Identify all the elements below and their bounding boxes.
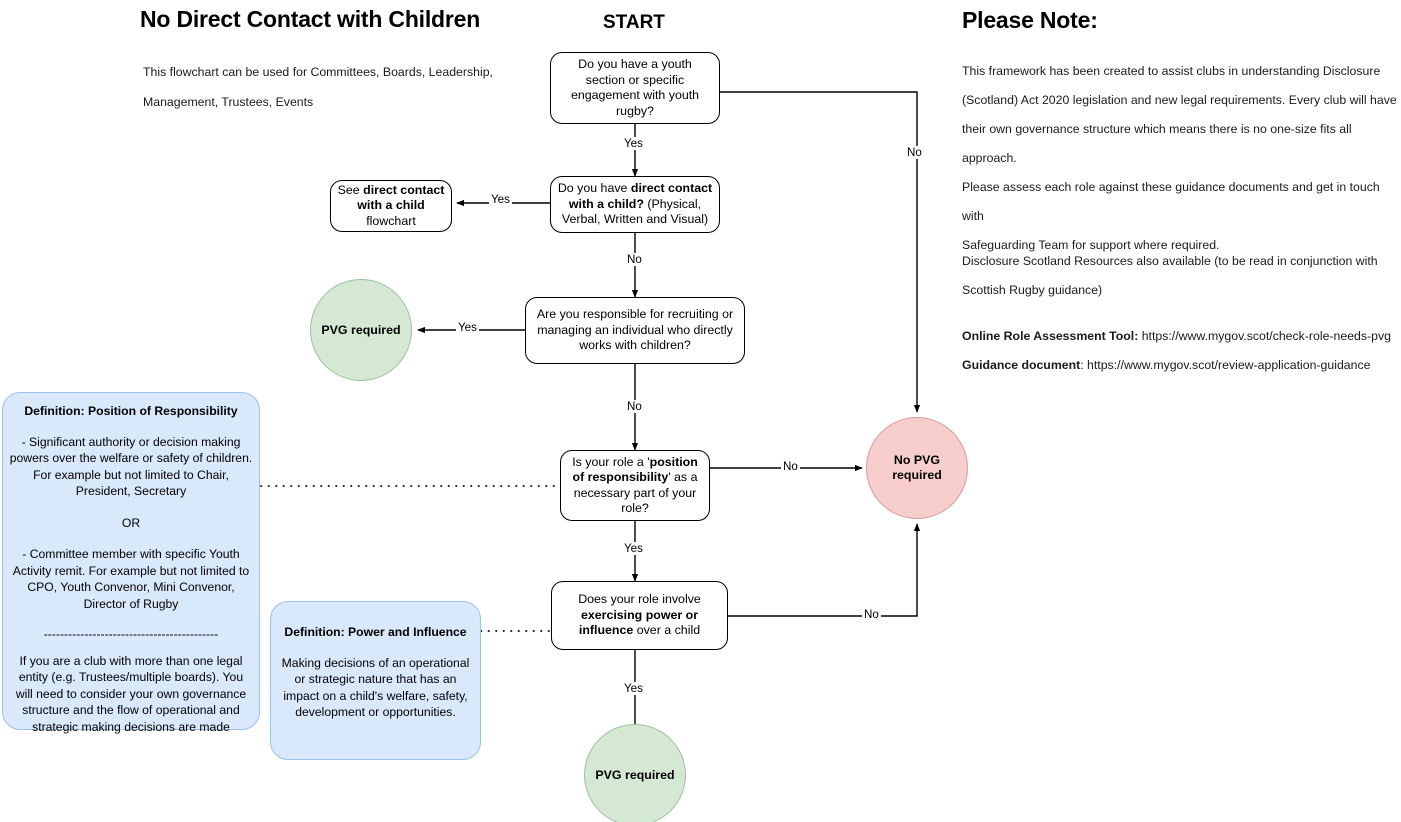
intro-line-1: This flowchart can be used for Committee… — [143, 65, 493, 79]
page-title: No Direct Contact with Children — [140, 6, 481, 32]
terminator-pvg-required-top-label: PVG required — [321, 322, 401, 337]
note-resources: Disclosure Scotland Resources also avail… — [962, 247, 1398, 305]
note-line-1: This framework has been created to assis… — [962, 64, 1381, 78]
note-links: Online Role Assessment Tool: https://www… — [962, 322, 1398, 380]
node-power-or-influence[interactable]: Does your role involve exercising power … — [551, 581, 728, 650]
edge-label-recruiting-yes: Yes — [456, 321, 479, 334]
definition-position-divider: ----------------------------------------… — [43, 627, 219, 641]
edge-label-youth-yes: Yes — [622, 137, 645, 150]
start-label: START — [603, 12, 665, 33]
edge-label-power-no: No — [862, 608, 881, 621]
resources-line-2: Scottish Rugby guidance) — [962, 283, 1103, 297]
terminator-pvg-required-bottom-label: PVG required — [595, 767, 675, 782]
node-direct-contact[interactable]: Do you have direct contact with a child?… — [550, 176, 720, 233]
note-line-4: Please assess each role against these gu… — [962, 180, 1380, 223]
link-row-role-assessment: Online Role Assessment Tool: https://www… — [962, 322, 1398, 351]
link-label-role-assessment: Online Role Assessment Tool: — [962, 329, 1139, 343]
node-see-direct-contact-flowchart[interactable]: See direct contact with a child flowchar… — [330, 180, 452, 232]
terminator-pvg-required-bottom[interactable]: PVG required — [584, 724, 686, 822]
definition-position-or: OR — [121, 515, 141, 530]
link-url-role-assessment[interactable]: https://www.mygov.scot/check-role-needs-… — [1141, 329, 1391, 343]
definition-position-para-3: If you are a club with more than one leg… — [15, 653, 247, 734]
node-position-of-responsibility[interactable]: Is your role a 'position of responsibili… — [560, 450, 710, 521]
resources-line-1: Disclosure Scotland Resources also avail… — [962, 254, 1378, 268]
node-youth-section[interactable]: Do you have a youth section or specific … — [550, 52, 720, 124]
link-row-guidance-document: Guidance document: https://www.mygov.sco… — [962, 351, 1398, 380]
definition-position-of-responsibility: Definition: Position of Responsibility -… — [2, 392, 260, 734]
note-heading: Please Note: — [962, 7, 1098, 33]
node-position-of-responsibility-label: Is your role a 'position of responsibili… — [572, 454, 698, 516]
link-label-guidance-document: Guidance document — [962, 358, 1081, 372]
edge-label-responsibility-no: No — [781, 460, 800, 473]
terminator-no-pvg-required-label: No PVG required — [892, 453, 942, 482]
node-youth-section-label: Do you have a youth section or specific … — [570, 57, 700, 118]
definition-position-gap-2 — [9, 531, 253, 546]
edge-label-responsibility-yes: Yes — [622, 542, 645, 555]
edge-label-power-yes: Yes — [622, 682, 645, 695]
note-line-2: (Scotland) Act 2020 legislation and new … — [962, 93, 1397, 107]
edge-label-recruiting-no: No — [625, 400, 644, 413]
definition-position-title: Definition: Position of Responsibility — [24, 404, 238, 418]
definition-power-para-1: Making decisions of an operational or st… — [281, 655, 470, 720]
intro-text: This flowchart can be used for Committee… — [143, 57, 563, 117]
note-line-3: their own governance structure which mea… — [962, 122, 1352, 165]
node-see-direct-contact-label: See direct contact with a child flowchar… — [337, 182, 445, 228]
node-power-or-influence-label: Does your role involve exercising power … — [578, 592, 701, 638]
terminator-pvg-required-top[interactable]: PVG required — [310, 279, 412, 381]
edge-label-youth-no: No — [905, 146, 924, 159]
node-recruiting-managing[interactable]: Are you responsible for recruiting or ma… — [525, 297, 745, 364]
note-paragraph: This framework has been created to assis… — [962, 57, 1398, 260]
definition-position-gap-1 — [9, 500, 253, 515]
definition-power-title: Definition: Power and Influence — [284, 625, 467, 639]
node-direct-contact-label: Do you have direct contact with a child?… — [557, 181, 713, 227]
definition-position-para-1: - Significant authority or decision maki… — [9, 434, 253, 499]
definition-power-and-influence: Definition: Power and Influence Making d… — [270, 601, 481, 760]
terminator-no-pvg-required[interactable]: No PVG required — [866, 417, 968, 519]
intro-line-2: Management, Trustees, Events — [143, 95, 314, 109]
note-line-5: Safeguarding Team for support where requ… — [962, 238, 1220, 252]
link-url-guidance-document[interactable]: : https://www.mygov.scot/review-applicat… — [1080, 358, 1371, 372]
edge-label-direct-contact-yes: Yes — [489, 193, 512, 206]
definition-position-para-2: - Committee member with specific Youth A… — [12, 547, 250, 611]
edge-label-direct-contact-no: No — [625, 253, 644, 266]
node-recruiting-managing-label: Are you responsible for recruiting or ma… — [536, 307, 734, 353]
